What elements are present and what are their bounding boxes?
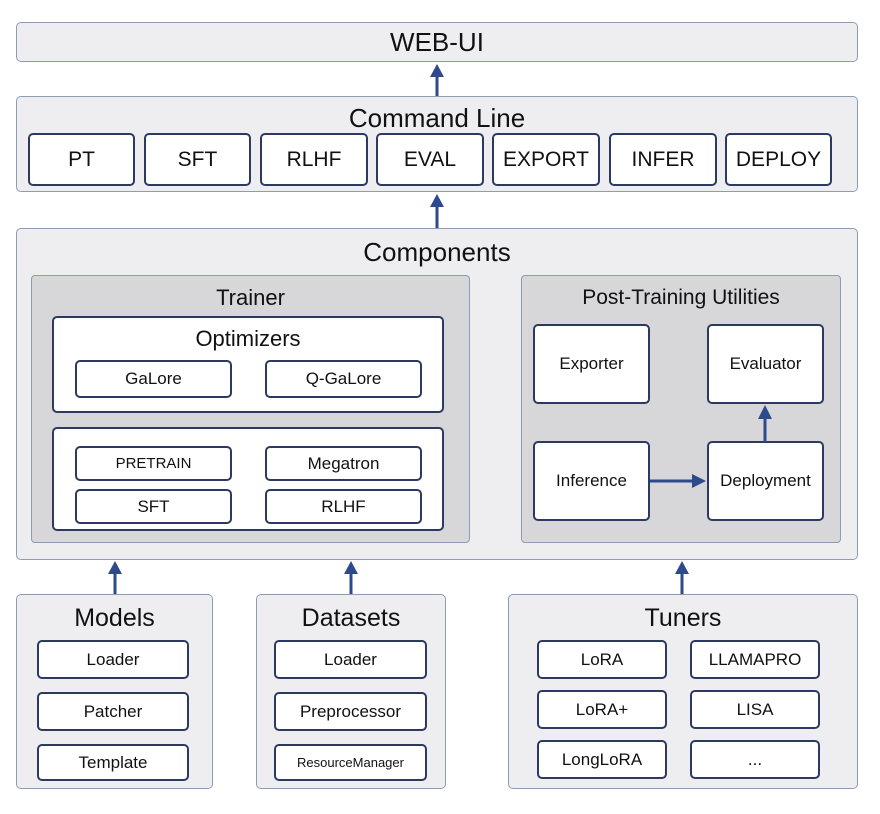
cli-export-label: EXPORT: [503, 147, 589, 171]
cli-infer-label: INFER: [631, 147, 695, 171]
models-title: Models: [74, 604, 155, 632]
inference-box: Inference: [533, 441, 650, 521]
cli-export-box: EXPORT: [492, 133, 600, 186]
tuners-lora-box: LoRA: [537, 640, 667, 679]
optimizers-title: Optimizers: [195, 326, 301, 351]
post-training-title: Post-Training Utilities: [582, 286, 780, 309]
models-loader-box: Loader: [37, 640, 189, 679]
cli-infer-box: INFER: [609, 133, 717, 186]
deployment-label: Deployment: [720, 471, 811, 490]
tuners-longlora-box: LongLoRA: [537, 740, 667, 779]
command-line-title: Command Line: [348, 103, 526, 133]
tuners-title: Tuners: [644, 604, 722, 632]
web-ui-title: WEB-UI: [390, 27, 484, 57]
datasets-loader-label: Loader: [324, 649, 377, 669]
cli-rlhf-label: RLHF: [286, 147, 342, 171]
sft-method-label: SFT: [137, 496, 170, 516]
tuners-lora-label: LoRA: [580, 649, 624, 669]
deployment-box: Deployment: [707, 441, 824, 521]
galore-label: GaLore: [125, 369, 182, 388]
datasets-loader-box: Loader: [274, 640, 427, 679]
datasets-preprocessor-box: Preprocessor: [274, 692, 427, 731]
cli-deploy-box: DEPLOY: [725, 133, 832, 186]
tuners-longlora-label: LongLoRA: [561, 749, 643, 769]
models-loader-label: Loader: [86, 649, 140, 669]
tuners-more-box: ...: [690, 740, 820, 779]
arrow-models-to-components: [108, 561, 122, 595]
datasets-resourcemanager-label: ResourceManager: [297, 755, 404, 770]
cli-eval-box: EVAL: [376, 133, 484, 186]
datasets-preprocessor-label: Preprocessor: [299, 701, 402, 721]
tuners-lisa-label: LISA: [736, 699, 774, 719]
rlhf-method-box: RLHF: [265, 489, 422, 524]
galore-box: GaLore: [75, 360, 232, 398]
exporter-box: Exporter: [533, 324, 650, 404]
models-patcher-box: Patcher: [37, 692, 189, 731]
datasets-resourcemanager-box: ResourceManager: [274, 744, 427, 781]
cli-pt-label: PT: [68, 147, 95, 171]
tuners-llamapro-box: LLAMAPRO: [690, 640, 820, 679]
megatron-label: Megatron: [307, 453, 380, 473]
tuners-lora-plus-label: LoRA+: [575, 699, 629, 719]
arrow-datasets-to-components: [344, 561, 358, 595]
datasets-title: Datasets: [301, 604, 401, 632]
models-patcher-label: Patcher: [83, 701, 143, 721]
arrow-inference-to-deployment: [650, 474, 706, 488]
cli-pt-box: PT: [28, 133, 135, 186]
q-galore-label: Q-GaLore: [305, 369, 382, 388]
models-template-box: Template: [37, 744, 189, 781]
cli-deploy-label: DEPLOY: [735, 147, 822, 171]
pretrain-label: PRETRAIN: [115, 455, 192, 472]
tuners-lora-plus-box: LoRA+: [537, 690, 667, 729]
web-ui-panel: WEB-UI: [16, 22, 858, 62]
q-galore-box: Q-GaLore: [265, 360, 422, 398]
cli-rlhf-box: RLHF: [260, 133, 368, 186]
tuners-lisa-box: LISA: [690, 690, 820, 729]
pretrain-box: PRETRAIN: [75, 446, 232, 481]
components-title: Components: [363, 237, 511, 267]
arrow-tuners-to-components: [675, 561, 689, 595]
sft-method-box: SFT: [75, 489, 232, 524]
arrow-deployment-to-evaluator: [758, 405, 772, 442]
rlhf-method-label: RLHF: [321, 496, 366, 516]
trainer-title: Trainer: [216, 285, 285, 310]
models-template-label: Template: [78, 752, 148, 772]
inference-label: Inference: [556, 471, 627, 490]
arrow-components-to-cli: [430, 194, 444, 228]
evaluator-box: Evaluator: [707, 324, 824, 404]
cli-eval-label: EVAL: [403, 147, 457, 171]
tuners-more-label: ...: [747, 749, 763, 769]
arrow-cli-to-webui: [430, 64, 444, 97]
tuners-llamapro-label: LLAMAPRO: [708, 649, 802, 669]
megatron-box: Megatron: [265, 446, 422, 481]
evaluator-label: Evaluator: [729, 354, 802, 373]
cli-sft-label: SFT: [177, 147, 218, 171]
cli-sft-box: SFT: [144, 133, 251, 186]
exporter-label: Exporter: [559, 354, 624, 373]
